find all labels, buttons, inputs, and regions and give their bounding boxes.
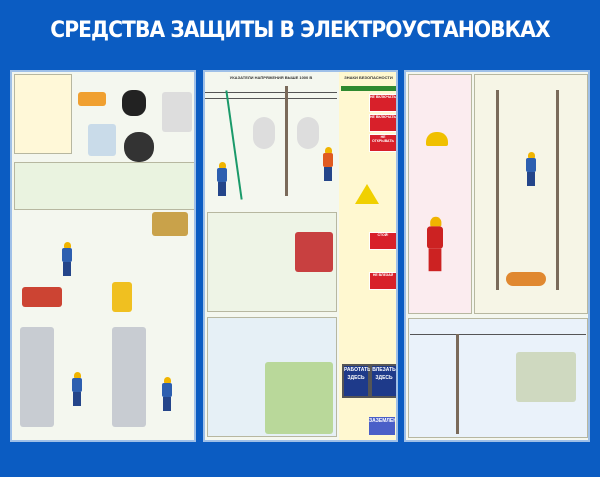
- safety-sign: НЕ ВЛЕЗАЙ: [369, 272, 396, 290]
- worker-figure: [217, 162, 227, 196]
- pole: [285, 86, 288, 196]
- glove-image: [122, 90, 146, 116]
- safety-sign: НЕ ВКЛЮЧАТЬ: [369, 94, 396, 112]
- pole: [496, 90, 499, 290]
- safety-sign: НЕ ОТКРЫВАТЬ: [369, 134, 396, 152]
- dielectric-glove-image: [162, 92, 192, 132]
- safety-sign: СТОЙ!: [369, 232, 396, 250]
- mat-image: [88, 124, 116, 156]
- wooden-grid-image: [152, 212, 188, 236]
- power-line: [205, 98, 337, 99]
- pliers-image: [22, 287, 62, 307]
- goggles-image: [78, 92, 106, 106]
- indicator-rod: [225, 90, 243, 200]
- section-header: ЗНАКИ БЕЗОПАСНОСТИ: [344, 75, 393, 80]
- grounding-clamps-image: [516, 352, 576, 402]
- blue-sign: ЗАЗЕМЛЕНО: [369, 417, 396, 435]
- boots-image: [124, 132, 154, 162]
- field-scene-image: [265, 362, 333, 434]
- high-voltage-warning-icon: [355, 184, 379, 204]
- helmet-image: [426, 132, 448, 146]
- signal-equipment-column: [408, 74, 472, 314]
- detail-circle: [253, 117, 275, 149]
- climbing-belt-image: [506, 272, 546, 286]
- poster-title: СРЕДСТВА ЗАЩИТЫ В ЭЛЕКТРОУСТАНОВКАХ: [50, 18, 550, 43]
- blue-sign: РАБОТАТЬ ЗДЕСЬ: [342, 364, 371, 398]
- worker-figure: [427, 216, 443, 272]
- panel-protective-equipment: [10, 70, 196, 442]
- tools-image: [295, 232, 333, 272]
- worker-figure: [162, 377, 172, 411]
- section-header: УКАЗАТЕЛИ НАПРЯЖЕНИЯ ВЫШЕ 1000 В: [229, 75, 313, 80]
- blue-sign: ВЛЕЗАТЬ ЗДЕСЬ: [370, 364, 396, 398]
- green-bar: [341, 86, 396, 91]
- panel-climbing-and-grounding: [404, 70, 590, 442]
- classification-table: [14, 74, 72, 154]
- rods-section: [14, 162, 194, 210]
- pole: [556, 90, 559, 290]
- worker-figure: [62, 242, 72, 276]
- safety-sign: НЕ ВКЛЮЧАТЬ: [369, 114, 396, 132]
- worker-figure: [526, 152, 536, 186]
- panel-voltage-indicators: УКАЗАТЕЛИ НАПРЯЖЕНИЯ ВЫШЕ 1000 В ЗНАКИ Б…: [203, 70, 398, 442]
- worker-figure: [323, 147, 333, 181]
- safety-signs-column: ЗНАКИ БЕЗОПАСНОСТИ НЕ ВКЛЮЧАТЬ НЕ ВКЛЮЧА…: [339, 72, 396, 440]
- switchgear-image: [20, 327, 54, 427]
- clamp-meter-image: [112, 282, 132, 312]
- pole: [456, 334, 459, 434]
- switchgear-image: [112, 327, 146, 427]
- detail-circle: [297, 117, 319, 149]
- worker-figure: [72, 372, 82, 406]
- low-voltage-section: [207, 212, 337, 312]
- power-line: [410, 334, 586, 335]
- power-line: [205, 92, 337, 93]
